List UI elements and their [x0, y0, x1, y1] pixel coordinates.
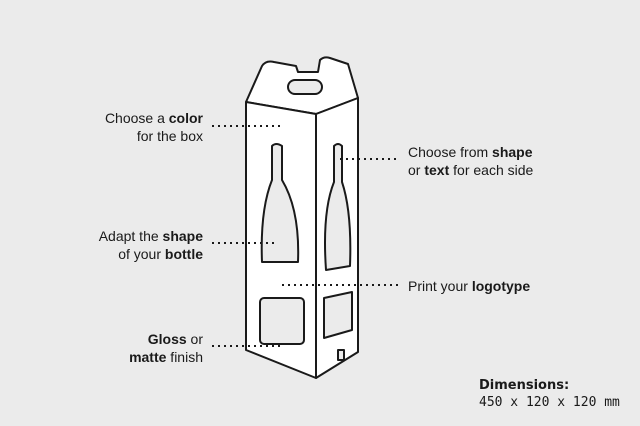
bottle-window-right [324, 143, 352, 271]
dimensions-block: Dimensions: 450 x 120 x 120 mm [479, 377, 620, 411]
bottle-window-left [260, 143, 300, 263]
label-logotype: Print your logotype [408, 278, 531, 294]
label-shape-or-text: Choose from shape or text for each side [408, 144, 534, 178]
label-finish: Gloss or matte finish [129, 331, 203, 365]
handle-cutout [287, 79, 323, 95]
lower-window-right [323, 291, 353, 339]
label-choose-color: Choose a color for the box [104, 110, 203, 144]
label-adapt-shape: Adapt the shape of your bottle [98, 228, 203, 262]
bottom-notch [337, 349, 345, 361]
lower-window-left [259, 297, 305, 345]
dimensions-value: 450 x 120 x 120 mm [479, 395, 620, 410]
dimensions-title: Dimensions: [479, 378, 570, 393]
